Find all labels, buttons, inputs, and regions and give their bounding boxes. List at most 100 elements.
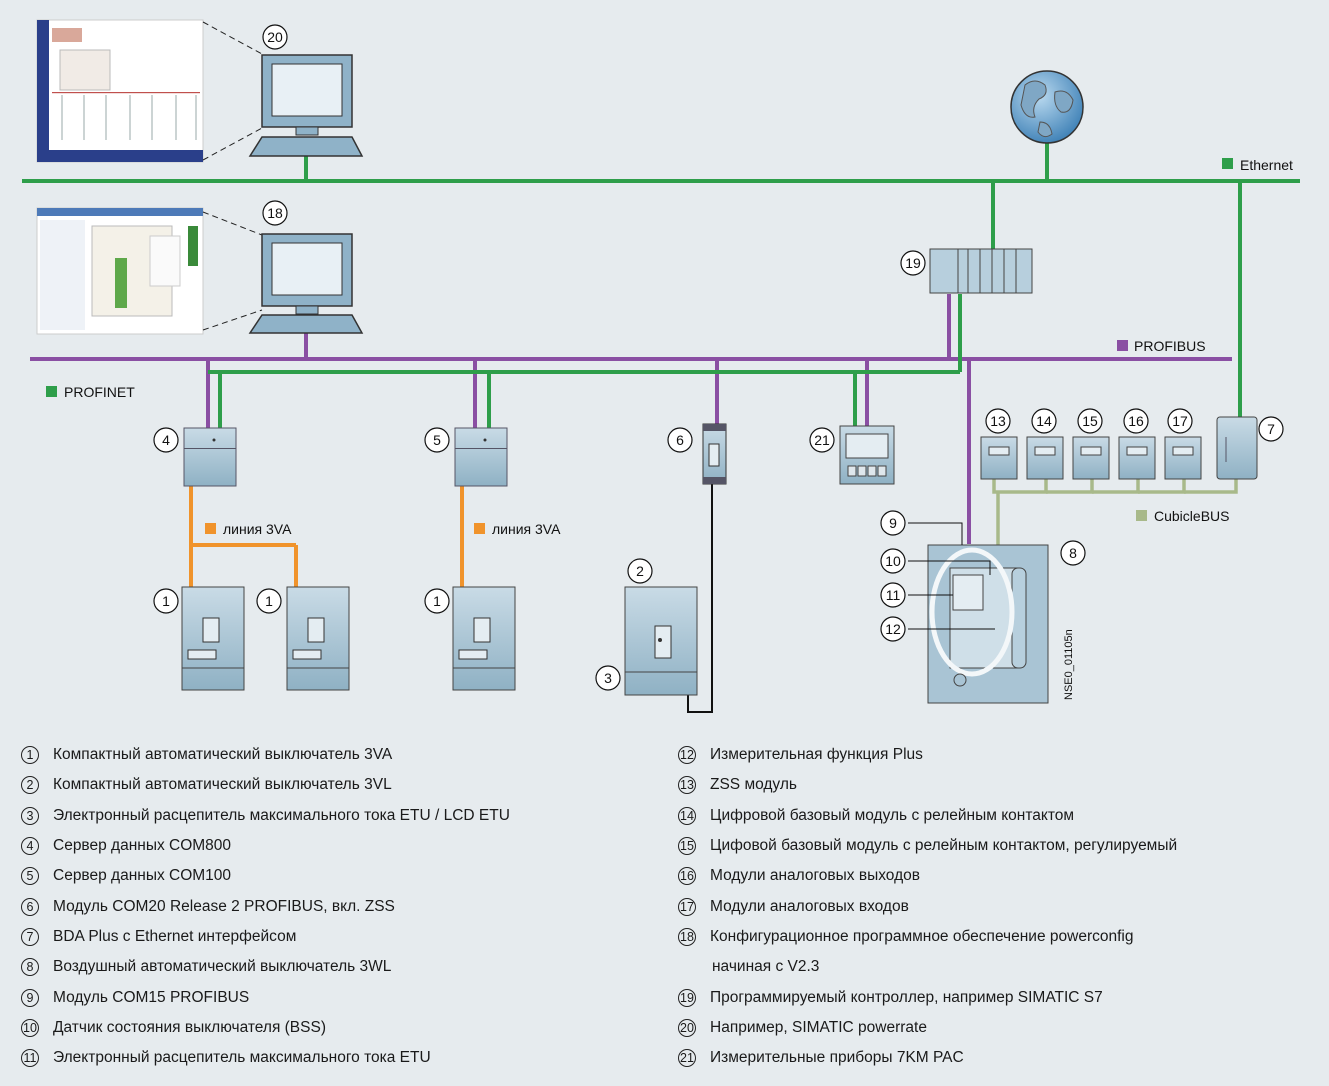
drawing-id: NSE0_01105n	[1063, 629, 1075, 700]
legend-text: Цифовой базовый модуль с релейным контак…	[710, 837, 1178, 855]
legend-text: Датчик состояния выключателя (BSS)	[53, 1018, 326, 1036]
number-marker-label-5: 5	[433, 432, 441, 448]
number-marker-15	[1077, 408, 1103, 434]
globe-icon	[1010, 70, 1084, 144]
computer-icon-powerconfig	[248, 233, 364, 334]
number-marker-label-8: 8	[1069, 545, 1077, 561]
number-marker-label-2: 2	[636, 563, 644, 579]
number-marker-label-18: 18	[267, 205, 283, 221]
legend-item-continuation: начиная с V2.3	[712, 958, 820, 976]
legend-item-1: 1 Компактный автоматический выключатель 3…	[21, 740, 510, 770]
number-marker-label-1: 1	[433, 593, 441, 609]
number-marker-label-20: 20	[267, 29, 283, 45]
legend-item-14: 14 Цифровой базовый модуль с релейным кон…	[678, 801, 1177, 831]
bda-plus-icon	[1216, 416, 1258, 480]
legend-item-15: 15 Цифовой базовый модуль с релейным конт…	[678, 831, 1177, 861]
number-marker-1	[153, 588, 179, 614]
legend-item-19: 19 Программируемый контроллер, например S…	[678, 982, 1177, 1012]
legend-text: Модуль COM20 Release 2 PROFIBUS, вкл. ZS…	[53, 897, 395, 915]
plc-s7-icon	[929, 248, 1033, 294]
legend-item-3: 3 Электронный расцепитель максимального т…	[21, 801, 510, 831]
number-marker-14	[1031, 408, 1057, 434]
profinet-label: PROFINET	[64, 384, 135, 400]
pac-meter-icon	[839, 425, 895, 485]
legend-number: 21	[678, 1049, 696, 1068]
breaker-3va-icon-a	[181, 586, 245, 691]
profibus-label: PROFIBUS	[1134, 338, 1206, 354]
legend-text: Модули аналоговых выходов	[710, 867, 920, 885]
number-marker-label-11: 11	[886, 587, 901, 603]
legend-item-8: 8 Воздушный автоматический выключатель 3W…	[21, 952, 510, 982]
legend-text: Сервер данных COM800	[53, 837, 232, 855]
number-marker-label-19: 19	[905, 255, 921, 271]
breaker-3vl-icon	[624, 586, 698, 696]
legend-text: Электронный расцепитель максимального то…	[53, 1049, 431, 1067]
ethernet-label: Ethernet	[1240, 157, 1293, 173]
legend-text: Компактный автоматический выключатель 3V…	[53, 746, 393, 764]
number-marker-label-12: 12	[885, 621, 901, 637]
number-marker-1	[424, 588, 450, 614]
legend-number: 11	[21, 1049, 39, 1068]
number-marker-11	[880, 582, 906, 608]
number-marker-label-10: 10	[885, 553, 901, 569]
legend-number: 17	[678, 897, 696, 916]
legend-number: 18	[678, 927, 696, 946]
number-marker-label-9: 9	[889, 515, 897, 531]
legend-number: 1	[21, 746, 39, 765]
legend-number: 19	[678, 988, 696, 1007]
number-marker-2	[627, 558, 653, 584]
legend-number: 15	[678, 837, 696, 856]
computer-icon-powerrate	[248, 54, 364, 157]
legend-text: Электронный расцепитель максимального то…	[53, 806, 510, 824]
screenshot-powerconfig	[36, 207, 204, 335]
legend-text: Цифровой базовый модуль с релейным конта…	[710, 806, 1075, 824]
legend-text: Воздушный автоматический выключатель 3WL	[53, 958, 392, 976]
legend-number: 10	[21, 1018, 39, 1037]
number-marker-label-3: 3	[604, 670, 612, 686]
number-marker-4	[153, 427, 179, 453]
legend-item-17: 17 Модули аналоговых входов	[678, 891, 1177, 921]
number-marker-9	[880, 510, 906, 536]
number-marker-label-6: 6	[676, 432, 684, 448]
breaker-3wl-icon	[927, 544, 1049, 704]
legend-number: 14	[678, 806, 696, 825]
number-marker-12	[880, 616, 906, 642]
legend-number: 9	[21, 988, 39, 1007]
legend-text: Программируемый контроллер, например SIM…	[710, 988, 1103, 1006]
legend-text: Модули аналоговых входов	[710, 897, 909, 915]
number-marker-5	[424, 427, 450, 453]
com20-icon	[702, 423, 727, 485]
number-marker-label-16: 16	[1128, 413, 1144, 429]
com100-icon	[454, 427, 508, 487]
number-marker-label-7: 7	[1267, 421, 1275, 437]
legend-number: 3	[21, 806, 39, 825]
number-marker-label-15: 15	[1082, 413, 1098, 429]
screenshot-powerrate	[36, 19, 204, 163]
number-marker-3	[595, 665, 621, 691]
number-marker-label-14: 14	[1036, 413, 1052, 429]
number-marker-19	[900, 250, 926, 276]
legend-text: Измерительные приборы 7KM PAC	[710, 1049, 964, 1067]
legend-text: Сервер данных COM100	[53, 867, 232, 885]
network-diagram: Ethernet PROFIBUS PROFINET линия 3VA лин…	[22, 19, 1300, 713]
legend-item-11: 11 Электронный расцепитель максимального …	[21, 1043, 510, 1073]
number-marker-label-13: 13	[990, 413, 1006, 429]
legend-text: Например, SIMATIC powerrate	[710, 1018, 927, 1036]
legend-number: 8	[21, 958, 39, 977]
number-marker-label-21: 21	[814, 432, 830, 448]
number-marker-18	[262, 200, 288, 226]
legend-number: 7	[21, 927, 39, 946]
number-marker-label-4: 4	[162, 432, 170, 448]
number-marker-17	[1167, 408, 1193, 434]
legend-text: Модуль COM15 PROFIBUS	[53, 988, 250, 1006]
legend-left: 1 Компактный автоматический выключатель 3…	[21, 740, 510, 1073]
